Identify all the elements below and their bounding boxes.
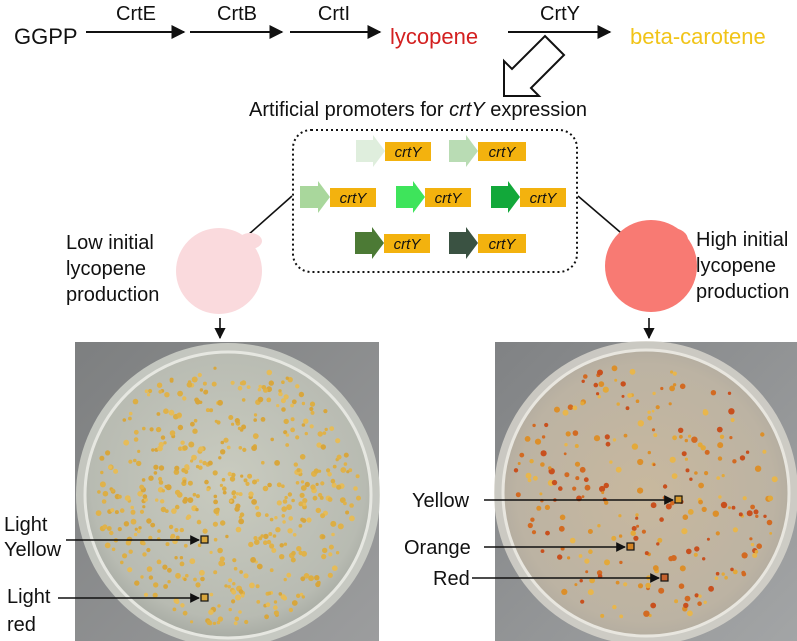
gene-box-4: [425, 188, 471, 207]
gene-label-3: crtY: [340, 190, 368, 207]
beta-carotene-label: beta-carotene: [630, 24, 766, 49]
promoter-constructs: crtY crtY crtY crtY crtY crtY crtY: [300, 135, 566, 259]
marker-yellow: [674, 495, 683, 504]
gene-box-5: [520, 188, 566, 207]
gene-label-6: crtY: [394, 236, 422, 253]
high-yeast-cell: [605, 220, 697, 312]
gene-label-1: crtY: [395, 144, 423, 161]
colony-label-yellow: Yellow: [412, 490, 470, 512]
gene-box-6: [384, 234, 430, 253]
colony-label-red: Red: [433, 568, 470, 590]
enzyme-crtb: CrtB: [217, 3, 257, 25]
gene-box-3: [330, 188, 376, 207]
promoter-arrow-3: [300, 181, 330, 213]
hollow-down-left-arrow: [503, 34, 566, 97]
promoter-arrow-5: [491, 181, 520, 213]
marker-light-red: [200, 593, 209, 602]
colony-label-orange: Orange: [404, 537, 471, 559]
marker-red: [660, 573, 669, 582]
gene-box-7: [478, 234, 526, 253]
gene-label-4: crtY: [435, 190, 463, 207]
enzyme-crty: CrtY: [540, 3, 580, 25]
promoter-title: Artificial promoters for crtY expression: [249, 99, 587, 121]
marker-orange: [626, 542, 635, 551]
low-production-label: Low initial lycopene production: [66, 232, 159, 306]
enzyme-crte: CrtE: [116, 3, 156, 25]
marker-light-yellow: [200, 535, 209, 544]
gene-box-1: [385, 142, 431, 161]
high-production-label: High initial lycopene production: [696, 229, 794, 303]
gene-box-2: [478, 142, 526, 161]
gene-label-2: crtY: [489, 144, 517, 161]
promoter-arrow-2: [449, 135, 478, 167]
promoter-arrow-4: [396, 181, 425, 213]
lycopene-label: lycopene: [390, 24, 478, 49]
promoter-arrow-6: [355, 227, 384, 259]
promoter-arrow-1: [356, 135, 385, 167]
high-plate-photo: [494, 341, 797, 641]
ggpp-label: GGPP: [14, 24, 78, 49]
gene-label-7: crtY: [489, 236, 517, 253]
low-yeast-cell: [176, 228, 262, 314]
low-plate-photo: [75, 342, 380, 641]
colony-label-light-yellow: Light Yellow: [4, 514, 62, 561]
gene-label-5: crtY: [530, 190, 558, 207]
promoter-arrow-7: [449, 227, 478, 259]
colony-label-light-red: Light red: [7, 586, 56, 636]
enzyme-crti: CrtI: [318, 3, 350, 25]
